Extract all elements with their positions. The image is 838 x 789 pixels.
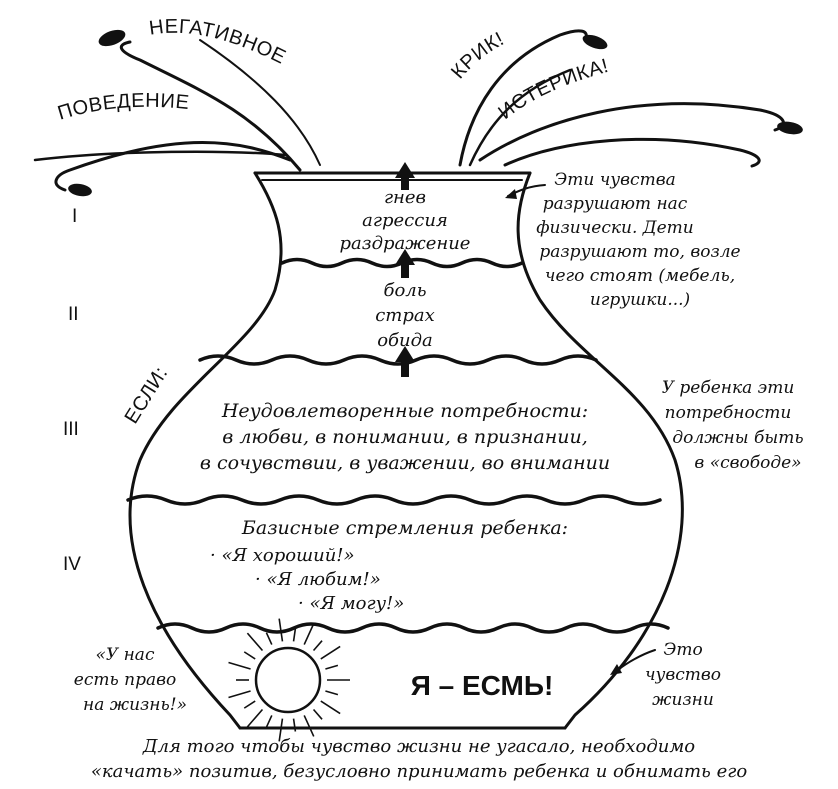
sun-ray [314, 641, 323, 651]
level-4-line: · «Я хороший!» [210, 545, 355, 566]
sun-ray [229, 691, 251, 697]
sun-ray [294, 629, 296, 642]
sun-ray [325, 665, 337, 669]
svg-text:чего стоят (мебель,: чего стоят (мебель, [545, 266, 735, 286]
right-note-level-1: Эти чувства разрушают нас физически. Дет… [536, 170, 740, 310]
level-numeral-2: II [68, 304, 79, 325]
svg-text:Для того чтобы чувство жизни н: Для того чтобы чувство жизни не угасало,… [142, 736, 695, 757]
sun-ray [325, 691, 337, 695]
svg-text:потребности: потребности [665, 403, 792, 423]
level-1-line: агрессия [362, 210, 448, 231]
level-3-line: в сочувствии, в уважении, во внимании [200, 452, 610, 474]
svg-text:«качать» позитив, безусловно п: «качать» позитив, безусловно принимать р… [91, 761, 747, 782]
level-1-line: раздражение [340, 233, 471, 254]
svg-text:чувство: чувство [645, 665, 721, 685]
sun-ray [247, 709, 262, 726]
svg-text:разрушают то, возле: разрушают то, возле [539, 242, 740, 262]
level-4-line: Базисные стремления ребенка: [241, 517, 568, 539]
level-2-line: страх [375, 305, 435, 326]
level-3-line: Неудовлетворенные потребности: [221, 400, 588, 422]
sun-ray [244, 701, 255, 708]
level-numeral-4: IV [63, 554, 81, 575]
level-4-line: · «Я могу!» [298, 593, 404, 614]
splash-word-behavior: ПОВЕДЕНИЕ [55, 90, 190, 125]
sun-ray [247, 633, 262, 650]
right-note-level-3: У ребенка эти потребности должны быть в … [662, 378, 804, 473]
svg-text:разрушают нас: разрушают нас [543, 194, 688, 214]
sun-ray [294, 719, 296, 732]
svg-text:игрушки...): игрушки...) [590, 290, 690, 310]
splash-word-negative: НЕГАТИВНОЕ [148, 16, 290, 69]
level-3-needs: Неудовлетворенные потребности: в любви, … [200, 400, 610, 474]
svg-text:должны быть: должны быть [672, 428, 803, 448]
level-numeral-1: I [72, 206, 77, 227]
svg-text:Эти чувства: Эти чувства [554, 170, 675, 190]
sun-disc [256, 648, 320, 712]
svg-text:физически. Дети: физически. Дети [536, 218, 694, 238]
svg-text:«У нас: «У нас [96, 645, 155, 665]
svg-text:на жизнь!»: на жизнь!» [83, 695, 187, 715]
sun-ray [321, 646, 340, 658]
right-note-core: Это чувство жизни [645, 640, 721, 710]
level-4-line: · «Я любим!» [255, 569, 381, 590]
svg-text:У ребенка эти: У ребенка эти [662, 378, 795, 398]
svg-text:жизни: жизни [652, 690, 714, 710]
bottom-caption: Для того чтобы чувство жизни не угасало,… [91, 736, 747, 782]
sun-ray [244, 652, 255, 659]
core-text: Я – ЕСМЬ! [411, 670, 554, 701]
svg-text:Это: Это [663, 640, 702, 660]
sun-ray [314, 709, 323, 719]
svg-text:в «свободе»: в «свободе» [694, 453, 801, 473]
sun-ray [229, 663, 251, 669]
sun-ray [304, 624, 314, 645]
level-1-feelings: гнев агрессия раздражение [340, 187, 471, 254]
sun-ray [321, 701, 340, 713]
level-1-line: гнев [384, 187, 426, 208]
sun-icon [229, 619, 350, 742]
sun-ray [266, 715, 271, 727]
sun-ray [304, 715, 314, 736]
splash-word-scream: КРИК! [447, 28, 508, 83]
level-4-aspirations: Базисные стремления ребенка: · «Я хороши… [210, 517, 568, 614]
level-2-line: боль [383, 280, 426, 301]
sun-ray [266, 633, 271, 645]
level-3-line: в любви, в понимании, в признании, [222, 426, 588, 448]
left-note-core: «У нас есть право на жизнь!» [74, 645, 187, 715]
level-numeral-3: III [63, 419, 79, 440]
level-2-line: обида [377, 330, 433, 351]
svg-text:есть право: есть право [74, 670, 176, 690]
level-2-feelings: боль страх обида [375, 280, 435, 351]
